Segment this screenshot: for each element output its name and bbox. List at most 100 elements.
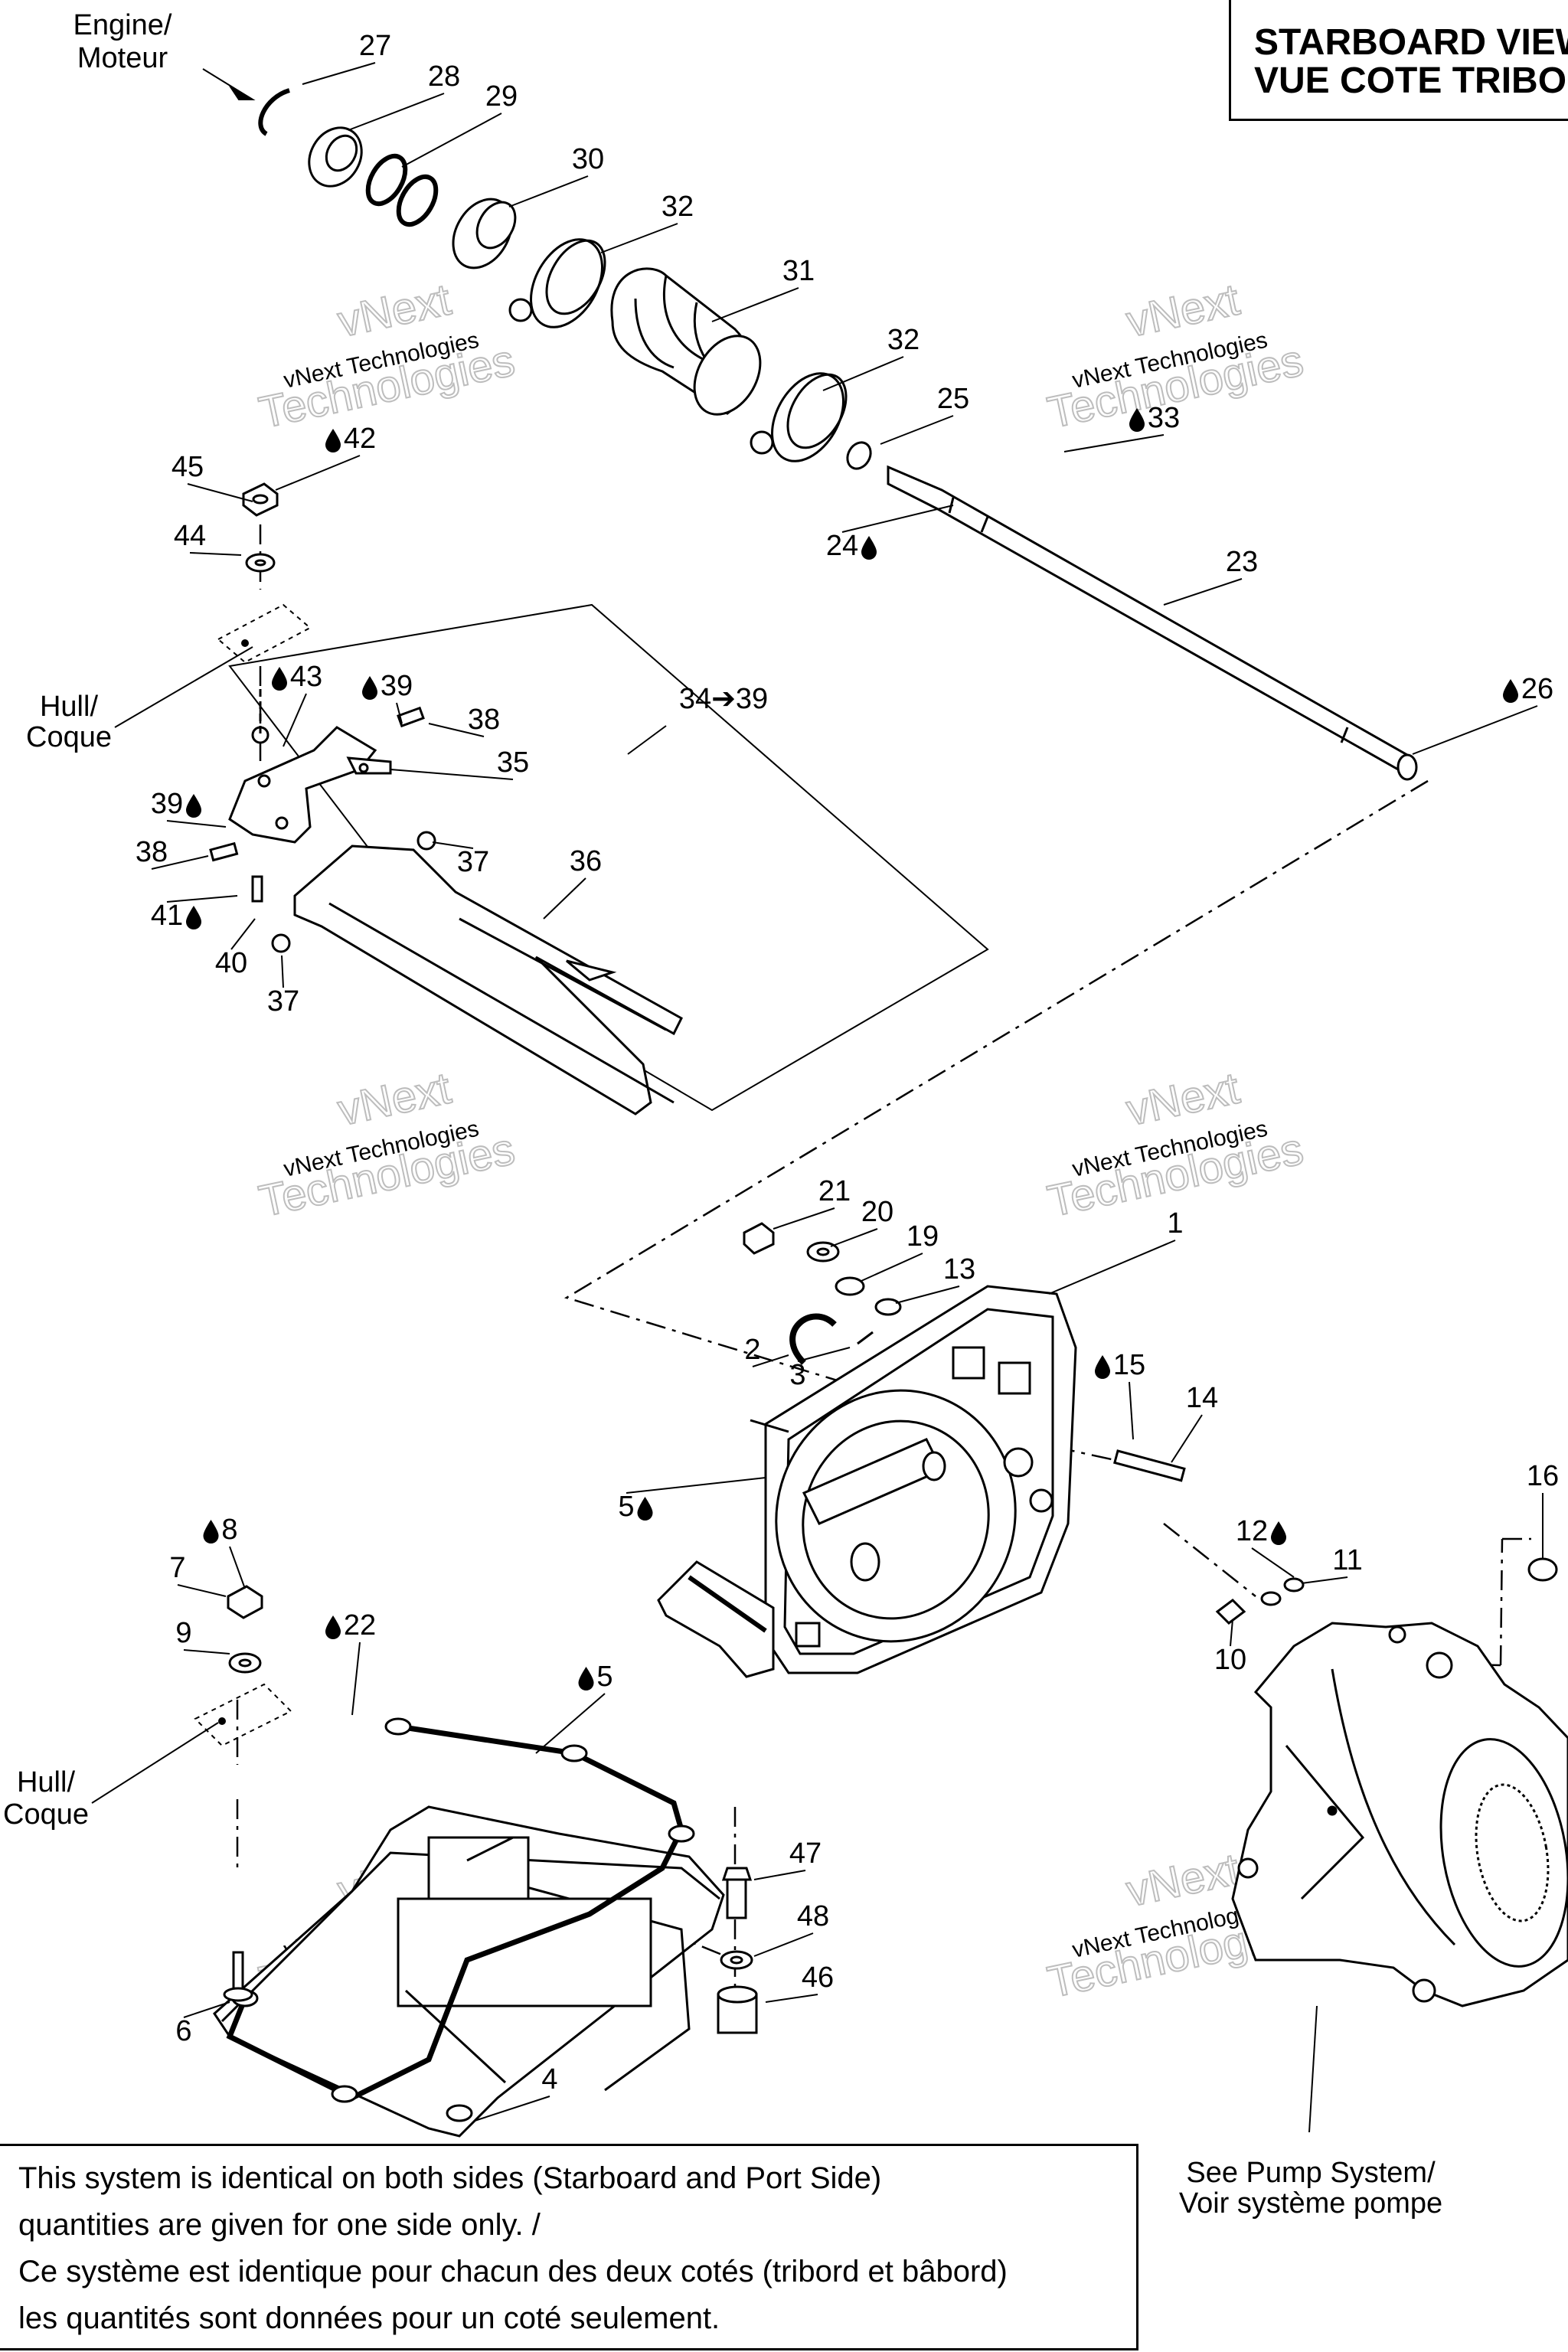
part-label-37: 37	[267, 985, 299, 1018]
part-label-42: 42	[344, 423, 376, 455]
leader-line	[229, 1546, 246, 1589]
jet-pump	[1231, 1622, 1568, 2007]
part-label-33: 33	[1148, 402, 1180, 434]
part-label-38: 38	[468, 704, 500, 736]
leader-line	[230, 918, 256, 950]
lubricant-drop-icon	[578, 1667, 594, 1690]
leader-line	[830, 1228, 878, 1247]
part-label-31: 31	[782, 255, 815, 287]
view-title-line2: VUE COTE TRIBORD	[1254, 60, 1568, 101]
part-label-39: 39	[381, 670, 413, 702]
leader-line	[600, 223, 678, 253]
part-label-4: 4	[541, 2063, 557, 2096]
leader-line	[351, 1642, 361, 1716]
callout-hull-top-line2: Coque	[26, 721, 112, 753]
lubricant-drop-icon	[1271, 1521, 1286, 1545]
leader-line	[1301, 1576, 1348, 1584]
footnote-line4: les quantités sont données pour un coté …	[18, 2301, 720, 2335]
ride-plate-bracket	[209, 689, 683, 1116]
callout-leader	[1308, 2005, 1318, 2133]
leader-line	[396, 702, 403, 724]
lubricant-drop-icon	[186, 794, 201, 818]
footnote-line2: quantities are given for one side only. …	[18, 2208, 541, 2242]
part-label-5: 5	[596, 1661, 612, 1693]
callout-pump-line2: Voir système pompe	[1179, 2187, 1442, 2220]
part-label-32: 32	[662, 191, 694, 223]
top-fasteners	[242, 482, 279, 573]
part-label-32: 32	[887, 324, 920, 356]
leader-line	[543, 877, 586, 920]
leader-line	[189, 552, 242, 556]
part-label-41: 41	[151, 900, 183, 932]
part-label-43: 43	[290, 661, 322, 693]
group-label: 34➔39	[679, 683, 768, 715]
leader-line	[177, 1584, 227, 1597]
part-label-5: 5	[618, 1491, 634, 1523]
leader-line	[508, 175, 589, 207]
part-label-2: 2	[744, 1334, 760, 1366]
part-label-16: 16	[1527, 1460, 1559, 1492]
callout-pump-line1: See Pump System/	[1186, 2157, 1436, 2189]
leader-line	[753, 1870, 806, 1880]
footnote-line1: This system is identical on both sides (…	[18, 2161, 882, 2195]
leader-line	[1230, 1619, 1233, 1647]
leader-line	[822, 356, 904, 391]
part-label-44: 44	[174, 520, 206, 552]
part-label-25: 25	[937, 383, 969, 415]
ride-plate	[213, 1585, 758, 2138]
lubricant-drop-icon	[186, 906, 201, 929]
callout-leader	[627, 725, 667, 755]
part-label-20: 20	[861, 1196, 893, 1228]
leader-line	[1412, 705, 1538, 755]
leader-line	[187, 483, 253, 502]
leader-line	[1048, 1240, 1176, 1295]
engine-arrow-icon	[229, 85, 256, 100]
leader-line	[841, 505, 954, 533]
callout-hull-bottom-line2: Coque	[3, 1798, 89, 1831]
part-label-13: 13	[943, 1253, 975, 1285]
leader-line	[428, 723, 485, 737]
leader-line	[711, 287, 799, 322]
part-label-40: 40	[215, 947, 247, 979]
part-label-45: 45	[172, 451, 204, 483]
leader-line	[302, 62, 376, 85]
callout-hull-bottom-line1: Hull/	[17, 1766, 75, 1798]
leader-line	[348, 93, 445, 131]
lubricant-drop-icon	[1095, 1355, 1110, 1379]
callout-hull-top-line1: Hull/	[40, 691, 98, 723]
part-label-14: 14	[1186, 1382, 1218, 1414]
leader-line	[390, 769, 514, 780]
leader-line	[773, 1207, 835, 1230]
lubricant-drop-icon	[272, 667, 287, 691]
lubricant-drop-icon	[325, 1615, 341, 1639]
view-title-box: STARBOARD VIEW VUE COTE TRIBORD	[1229, 0, 1568, 121]
part-label-38: 38	[136, 836, 168, 868]
leader-line	[1063, 434, 1165, 452]
part-label-30: 30	[572, 143, 604, 175]
part-label-15: 15	[1113, 1349, 1145, 1381]
part-label-46: 46	[802, 1962, 834, 1994]
part-label-37: 37	[457, 846, 489, 878]
part-label-26: 26	[1521, 673, 1553, 705]
leader-line	[861, 1253, 923, 1282]
leader-line	[752, 1354, 789, 1367]
leader-line	[166, 895, 238, 903]
part-label-11: 11	[1332, 1544, 1362, 1576]
leader-line	[753, 1932, 814, 1957]
view-title-line1: STARBOARD VIEW	[1254, 22, 1568, 63]
part-label-29: 29	[485, 80, 518, 113]
housing-hardware	[743, 1222, 1558, 1625]
leader-line	[281, 955, 284, 988]
leader-line	[1171, 1414, 1203, 1463]
footnote-line3: Ce système est identique pour chacun des…	[18, 2255, 1008, 2288]
part-label-21: 21	[818, 1175, 851, 1207]
part-label-23: 23	[1226, 546, 1258, 578]
part-label-12: 12	[1236, 1515, 1268, 1547]
part-label-6: 6	[175, 2015, 191, 2047]
leader-line	[626, 1477, 766, 1494]
part-label-8: 8	[221, 1514, 237, 1546]
leader-line	[765, 1994, 818, 2003]
leader-line	[183, 1649, 230, 1655]
